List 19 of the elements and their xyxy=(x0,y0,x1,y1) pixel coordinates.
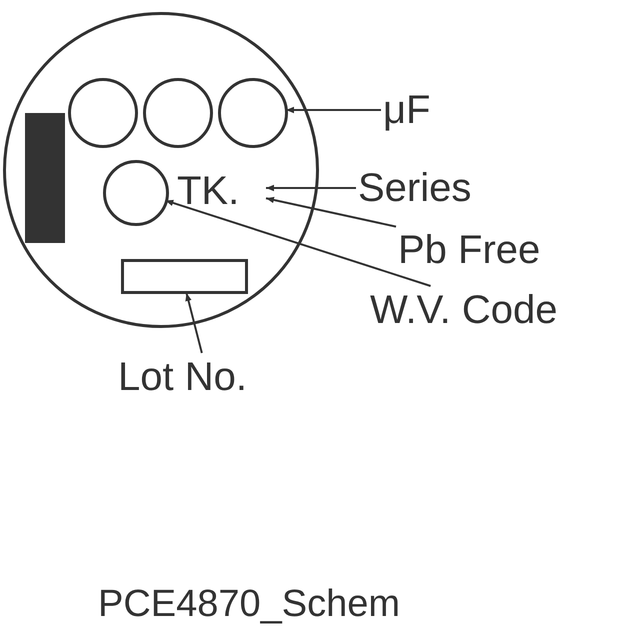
callout-label: μF xyxy=(383,88,443,132)
leader-arrow xyxy=(286,106,381,114)
circle-outline xyxy=(218,78,288,148)
callout-label: Lot No. xyxy=(118,355,298,399)
callout-label: W.V. Code xyxy=(370,288,640,332)
capacitor-top-outline xyxy=(3,12,319,328)
callout-label: Pb Free xyxy=(398,228,608,272)
marking-text: TK. xyxy=(177,169,267,213)
rectangle-outline xyxy=(121,259,248,294)
circle-outline xyxy=(143,78,213,148)
circle-outline xyxy=(103,160,169,226)
leader-arrow xyxy=(266,184,356,192)
leader-arrow xyxy=(165,199,431,287)
caption: PCE4870_Schem xyxy=(98,582,400,626)
circle-outline xyxy=(68,78,138,148)
leader-arrow xyxy=(185,292,203,354)
polarity-bar xyxy=(25,113,65,243)
leader-arrow xyxy=(266,196,396,228)
callout-label: Series xyxy=(358,166,518,210)
